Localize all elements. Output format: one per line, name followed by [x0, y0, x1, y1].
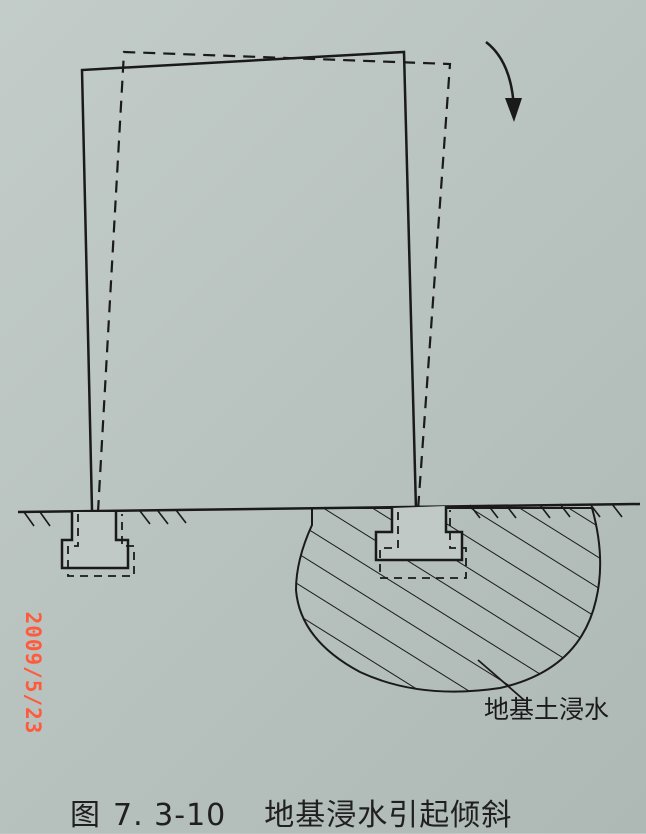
date-stamp-text: 2009/5/23: [21, 611, 45, 735]
caption-title: 地基浸水引起倾斜: [264, 798, 513, 833]
label-leader-line: [477, 659, 525, 701]
caption-number: 7. 3-10: [113, 798, 227, 833]
tilted-frame: [80, 50, 418, 511]
soaked-soil-zone: [294, 507, 602, 693]
ground-hatch: [23, 503, 623, 527]
original-frame: [96, 50, 452, 513]
left-footing: [60, 512, 130, 570]
ground-line: [17, 502, 641, 514]
figure-caption: 图 7. 3-10 地基浸水引起倾斜: [70, 790, 513, 833]
left-footing-original: [67, 514, 135, 577]
camera-date-stamp: 2009/5/23: [21, 598, 45, 748]
right-footing-settled: [379, 510, 467, 579]
soaked-soil-label: 地基土浸水: [484, 695, 610, 724]
caption-fig-word: 图: [70, 798, 101, 833]
curved-arrow-down-icon: [485, 41, 522, 122]
